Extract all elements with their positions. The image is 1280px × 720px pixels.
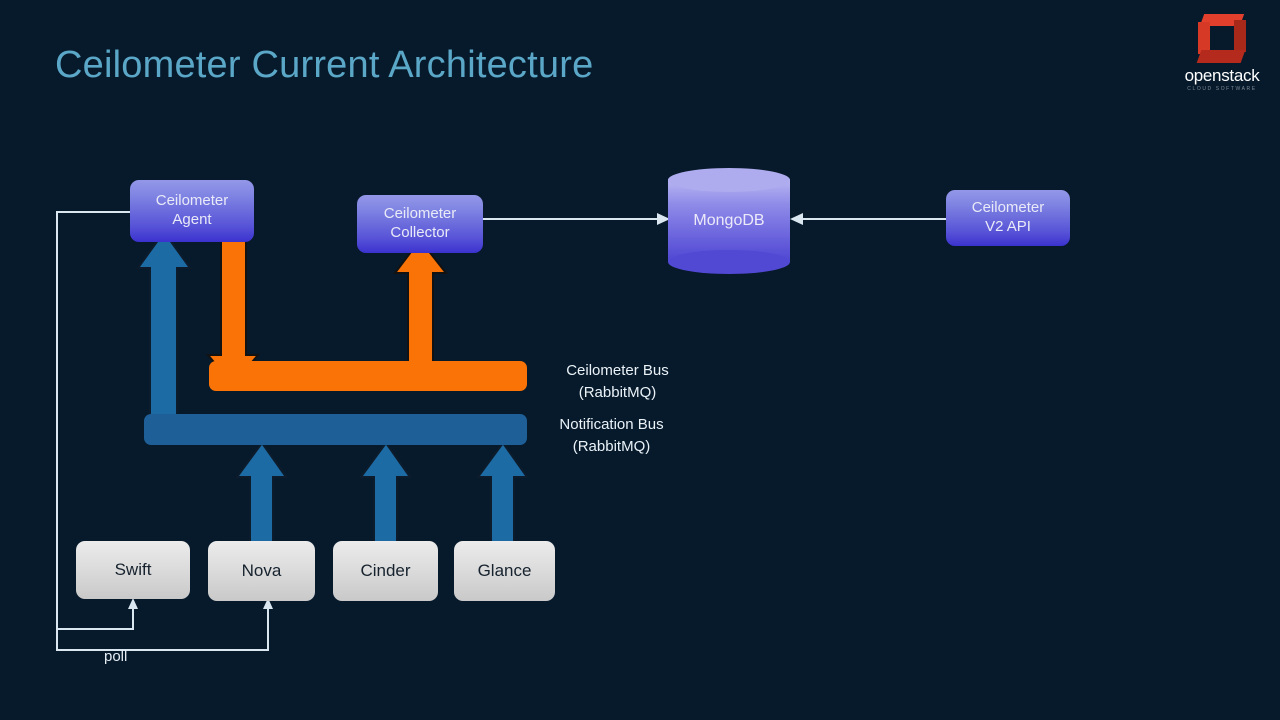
node-ceilometer-agent[interactable]: Ceilometer Agent [130,180,254,242]
node-ceilometer-v2-api-line1: Ceilometer [971,199,1045,217]
notification-bus-label: Notification Bus (RabbitMQ) [534,414,689,458]
node-ceilometer-v2-api-line2: V2 API [985,218,1031,235]
collector-to-mongodb-arrow [483,213,670,225]
nova-to-notification-bus-arrow [235,441,288,543]
logo-tagline: CLOUD SOFTWARE [1187,86,1257,92]
node-glance[interactable]: Glance [454,541,555,601]
notification-bus-bar [144,414,527,445]
mongodb-cylinder-body [668,179,790,262]
node-mongodb-label: MongoDB [693,211,765,229]
openstack-cube-icon [1196,14,1248,64]
ceilometer-bus-label-line2: (RabbitMQ) [578,383,657,401]
node-ceilometer-collector-line1: Ceilometer [383,205,457,223]
v2api-to-mongodb-arrow [790,213,946,225]
node-cinder[interactable]: Cinder [333,541,438,601]
poll-arrow-swift [128,598,138,609]
node-ceilometer-v2-api[interactable]: Ceilometer V2 API [946,190,1070,246]
mongodb-cylinder-bottom [668,250,790,274]
poll-annotation-label: poll [104,648,128,665]
node-ceilometer-collector-line2: Collector [390,224,450,241]
node-ceilometer-agent-line2: Agent [172,211,212,228]
page-title: Ceilometer Current Architecture [55,44,594,86]
openstack-logo: openstack CLOUD SOFTWARE [1176,6,1268,98]
node-ceilometer-collector[interactable]: Ceilometer Collector [357,195,483,253]
glance-to-notification-bus-arrow [476,441,529,543]
notification-bus-to-agent-arrow [136,230,192,439]
node-nova-label: Nova [241,561,282,581]
cinder-to-notification-bus-arrow [359,441,412,543]
ceilometer-bus-label-line1: Ceilometer Bus [566,362,669,379]
node-mongodb[interactable]: MongoDB [668,168,790,274]
node-glance-label: Glance [477,561,532,581]
node-nova[interactable]: Nova [208,541,315,601]
ceilometer-bus-label: Ceilometer Bus (RabbitMQ) [540,360,695,404]
node-swift[interactable]: Swift [76,541,190,599]
node-swift-label: Swift [114,560,152,580]
mongodb-cylinder-top [668,168,790,192]
ceilometer-bus-bar [209,361,527,391]
notification-bus-label-line1: Notification Bus [559,416,664,433]
node-ceilometer-agent-line1: Ceilometer [155,192,229,210]
node-cinder-label: Cinder [360,561,411,581]
notification-bus-label-line2: (RabbitMQ) [572,437,651,455]
logo-wordmark: openstack [1184,66,1260,85]
